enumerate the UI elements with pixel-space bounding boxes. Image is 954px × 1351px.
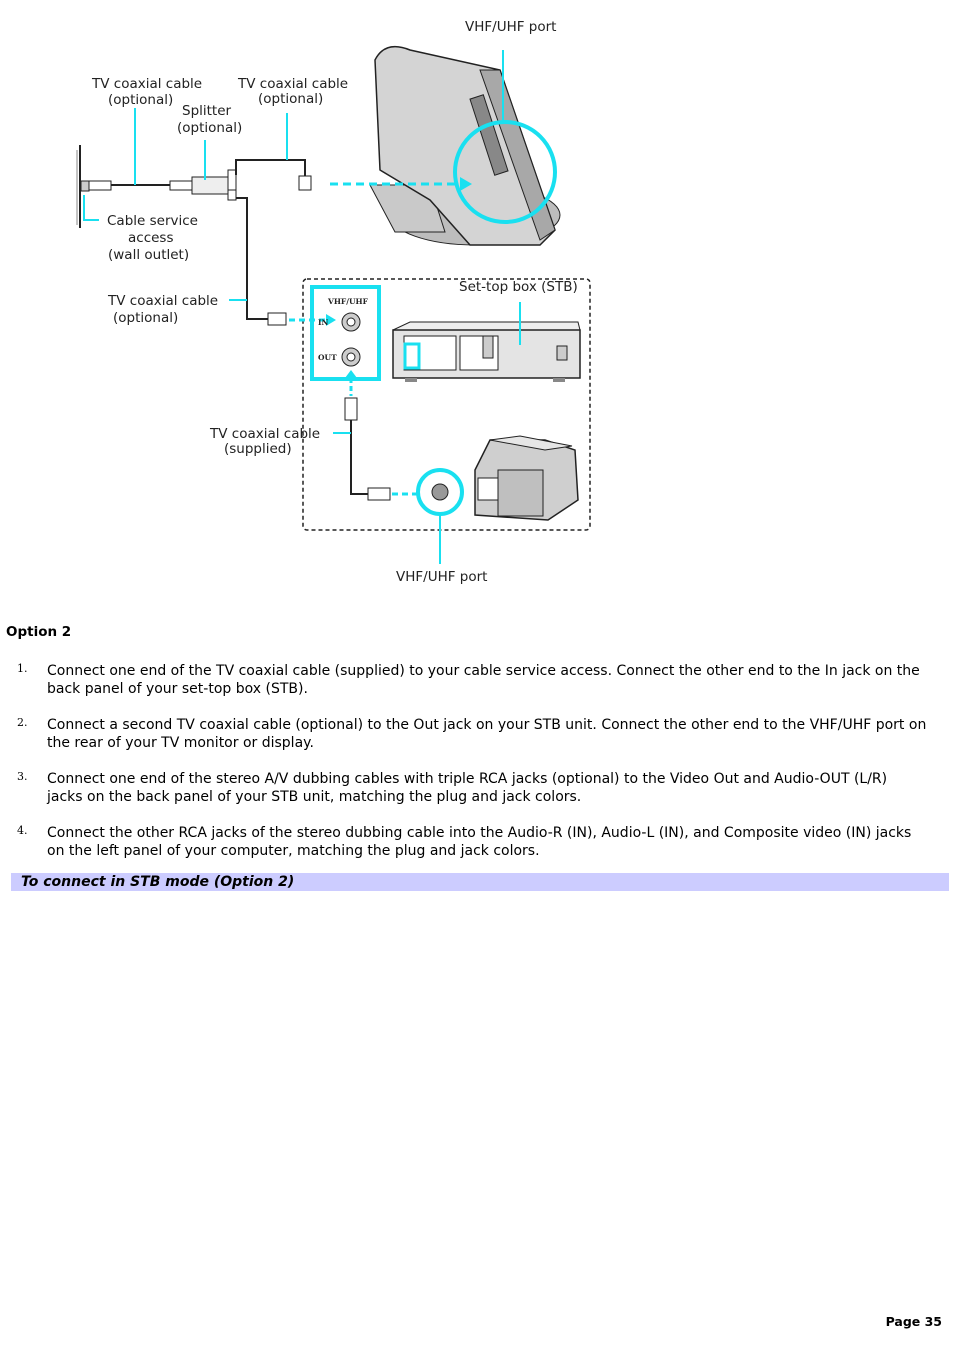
label-set-top-box: Set-top box (STB)	[459, 279, 578, 295]
connection-diagram: VHF/UHF port TV coaxial cable (optional)…	[76, 19, 591, 585]
stb-illustration	[392, 321, 581, 382]
step-text: Connect a second TV coaxial cable (optio…	[47, 717, 927, 751]
step-text: Connect one end of the TV coaxial cable …	[47, 663, 920, 697]
label-splitter-sub: (optional)	[177, 120, 242, 136]
caption-text: To connect in STB mode (Option 2)	[21, 874, 295, 890]
step-number: 2.	[17, 716, 28, 729]
section-heading: Option 2	[6, 624, 72, 640]
vhf-uhf-port-highlight-top	[453, 120, 557, 224]
page-number: Page 35	[885, 1314, 942, 1329]
label-cable-service: Cable service	[107, 213, 198, 229]
step-number: 1.	[17, 662, 28, 675]
label-coax-supplied: TV coaxial cable	[209, 426, 320, 442]
step-number: 3.	[17, 770, 28, 783]
label-vhf-uhf-port-bottom: VHF/UHF port	[396, 569, 487, 585]
coax-cable-wall-to-splitter	[88, 180, 193, 191]
label-coax-optional-1: TV coaxial cable	[91, 76, 202, 92]
label-cable-service-wall: (wall outlet)	[108, 247, 189, 263]
stb-group-box	[302, 278, 591, 531]
splitter-illustration	[191, 169, 237, 201]
monitor-illustration	[369, 45, 561, 246]
caption-bar: To connect in STB mode (Option 2)	[11, 873, 949, 891]
label-coax-optional-1-sub: (optional)	[108, 92, 173, 108]
step-number: 4.	[17, 824, 28, 837]
coax-cable-splitter-to-stb	[236, 197, 287, 326]
label-jack-group: VHF/UHF	[327, 297, 369, 306]
step-text: Connect the other RCA jacks of the stere…	[47, 825, 912, 859]
label-splitter: Splitter	[182, 103, 232, 119]
step-text: Connect one end of the stereo A/V dubbin…	[47, 771, 888, 805]
coax-cable-stb-to-tv	[344, 370, 430, 501]
label-coax-supplied-sub: (supplied)	[224, 441, 292, 457]
label-coax-optional-3: TV coaxial cable	[107, 293, 218, 309]
tv-illustration	[474, 435, 579, 521]
label-jack-in: IN	[318, 318, 329, 327]
label-vhf-uhf-port-top: VHF/UHF port	[465, 19, 556, 35]
label-coax-optional-2-sub: (optional)	[258, 91, 323, 107]
label-jack-out: OUT	[318, 353, 337, 362]
wall-outlet-illustration	[76, 145, 90, 228]
coax-cable-splitter-to-monitor	[235, 159, 312, 191]
label-coax-optional-2: TV coaxial cable	[237, 76, 348, 92]
stb-jack-panel	[310, 285, 381, 381]
label-coax-optional-3-sub: (optional)	[113, 310, 178, 326]
label-cable-service-access: access	[128, 230, 174, 246]
